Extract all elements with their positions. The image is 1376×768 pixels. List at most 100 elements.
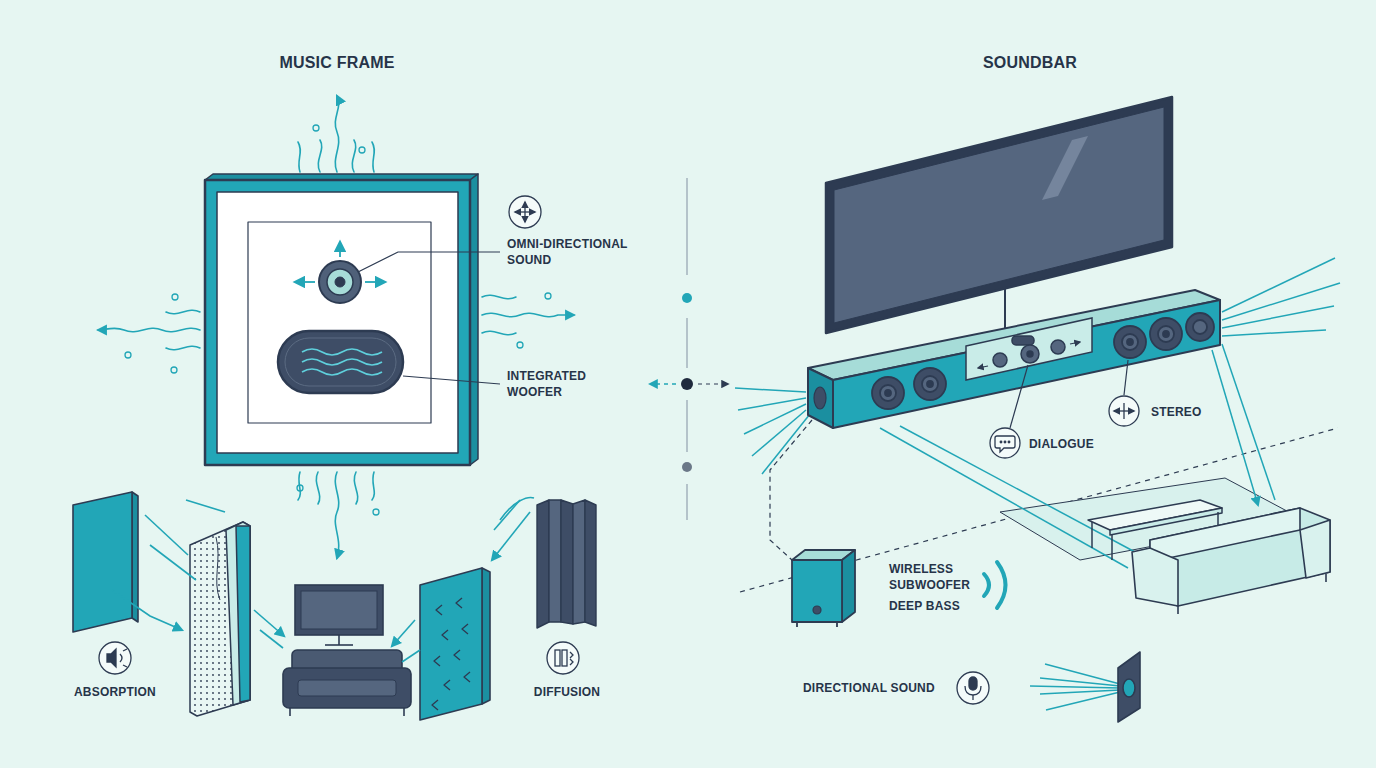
soundbar-beams (1222, 306, 1334, 328)
soundbar-beams (752, 410, 806, 456)
soundbar-beams (1222, 330, 1326, 336)
callout-label: STEREO (1151, 404, 1251, 420)
absorption-panel (132, 492, 138, 622)
soundbar-beams (735, 388, 806, 392)
soundbar-drivers (885, 390, 891, 396)
tv (834, 107, 1164, 323)
soundbar-beams (900, 426, 1135, 552)
center-channel (978, 366, 988, 368)
diffusion-panel (436, 605, 442, 615)
soundbar-beams (762, 414, 810, 474)
soundbar-beams (1222, 283, 1340, 320)
divider (681, 378, 693, 390)
center-channel (966, 318, 1092, 380)
slat-diffuser (573, 500, 585, 624)
divider (682, 462, 692, 472)
soundbar (808, 290, 1220, 380)
picture-frame (205, 174, 478, 465)
callout-label: DIFFUSION (497, 684, 637, 700)
sofa (1132, 548, 1178, 606)
sofa (1132, 508, 1330, 614)
diffusion-icon (547, 642, 579, 674)
center-channel (966, 318, 1092, 380)
omni-arrows (365, 281, 385, 283)
dialogue-icon (990, 428, 1020, 458)
diffusion-icon (562, 650, 567, 666)
divider (686, 400, 687, 452)
omni-icon (524, 212, 525, 222)
diffusion-icon (547, 642, 579, 674)
diffusion-panel (462, 624, 468, 634)
slat-diffuser (537, 500, 596, 628)
coffee-table (1091, 522, 1093, 548)
wave-bubbles (125, 125, 551, 515)
absorption-icon (123, 649, 127, 651)
soundbar-drivers (1114, 326, 1146, 358)
wave-bubbles (172, 294, 178, 300)
soundbar-drivers (1122, 334, 1138, 350)
subwoofer (792, 560, 842, 622)
wave-bubbles (359, 147, 365, 153)
dialogue-icon (1000, 441, 1002, 443)
directional-speaker (1046, 692, 1120, 710)
sound-waves (372, 142, 374, 172)
cutaway-panel (190, 522, 250, 716)
sound-waves (482, 313, 574, 316)
omni-arrows (295, 281, 315, 283)
absorption-icon (123, 665, 127, 667)
absorption-icon (99, 642, 131, 674)
soundbar-drivers (1127, 339, 1133, 345)
sofa (1150, 508, 1300, 562)
woofer-driver (278, 331, 403, 393)
diffusion-panel (420, 568, 490, 720)
sound-waves (98, 96, 574, 558)
tweeter-driver (327, 269, 353, 295)
directional-speaker (1040, 690, 1120, 694)
callout-label: DEEP BASS (889, 598, 1009, 614)
soundbar-drivers (1163, 331, 1169, 337)
leader-lines (358, 252, 500, 272)
diffusion-icon (555, 650, 560, 666)
dialogue-icon (995, 436, 1015, 452)
stereo-icon (1124, 410, 1134, 411)
stereo-icon (1109, 396, 1139, 426)
sound-waves (482, 331, 516, 334)
mic-icon (969, 677, 977, 690)
soundbar-drivers (1158, 326, 1174, 342)
center-channel (1051, 340, 1065, 354)
woofer-driver (302, 349, 382, 355)
woofer-driver (302, 359, 382, 365)
picture-frame (217, 192, 458, 453)
subwoofer (770, 420, 855, 627)
wave-bubbles (373, 509, 379, 515)
leader-lines (403, 376, 500, 384)
center-channel (1012, 336, 1034, 345)
reflection-arrows (392, 620, 415, 646)
stereo-icon (1114, 410, 1124, 411)
mic-icon (972, 695, 973, 700)
cutaway-panel (226, 522, 250, 705)
subwoofer (770, 420, 812, 560)
reflection-arrows (150, 545, 196, 580)
small-tv (338, 635, 340, 645)
callout-label: DIALOGUE (1029, 436, 1129, 452)
sound-waves (318, 140, 321, 172)
soundbar-drivers (872, 313, 1214, 409)
sound-waves (98, 328, 200, 332)
mic-icon (957, 672, 989, 704)
reflection-arrows (186, 500, 225, 512)
tweeter-driver (319, 261, 361, 303)
directional-speaker (1123, 679, 1135, 697)
reflection-arrows (145, 515, 188, 555)
sound-waves (352, 140, 355, 172)
leader-lines (1124, 360, 1128, 395)
center-channel (1027, 351, 1033, 357)
wave-bubbles (313, 125, 319, 131)
dialogue-icon (990, 428, 1020, 458)
omni-icon (509, 196, 541, 228)
omni-icon (515, 211, 525, 212)
slat-diffuser (585, 500, 596, 626)
mic-icon (957, 672, 989, 704)
sofa (283, 668, 411, 708)
